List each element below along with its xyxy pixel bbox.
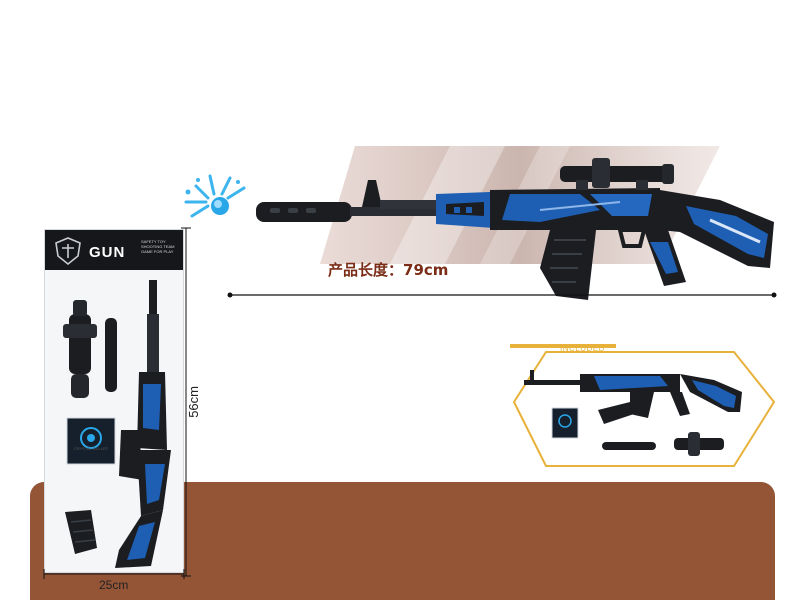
- package-scope: [63, 300, 97, 398]
- included-label: INCLUDED: [560, 344, 605, 353]
- included-magazine: [598, 402, 634, 424]
- suppressor: [256, 202, 352, 222]
- water-splash-icon: [184, 174, 246, 218]
- shield-logo-icon: [55, 237, 81, 266]
- package-header: GUN SAFETY TOY SHOOTING TEAM GAME FOR PL…: [45, 230, 183, 270]
- package-magazine: [65, 510, 97, 554]
- included-suppressor: [602, 442, 656, 450]
- height-dimension-line: [181, 227, 191, 577]
- product-length-label: 产品长度：79cm: [328, 261, 449, 279]
- package-suppressor: [105, 318, 117, 392]
- height-dimension-label: 56cm: [186, 386, 201, 418]
- package-tagline: SAFETY TOY SHOOTING TEAM GAME FOR PLAY: [141, 239, 175, 254]
- included-scope: [674, 432, 724, 456]
- included-bullet-box: [551, 407, 579, 439]
- main-gun: [256, 158, 774, 300]
- package-card: GUN SAFETY TOY SHOOTING TEAM GAME FOR PL…: [44, 229, 184, 573]
- package-gun: [115, 280, 171, 568]
- scope: [560, 166, 670, 182]
- width-dimension-label: 25cm: [99, 578, 129, 592]
- included-gun: [524, 370, 742, 418]
- length-measure-line: [227, 292, 777, 298]
- width-dimension-line: [43, 569, 185, 579]
- crystal-bullet-box: [66, 417, 116, 465]
- package-brand: GUN: [89, 244, 126, 261]
- crystal-bullet-label: CRYSTAL BULLET: [73, 446, 109, 451]
